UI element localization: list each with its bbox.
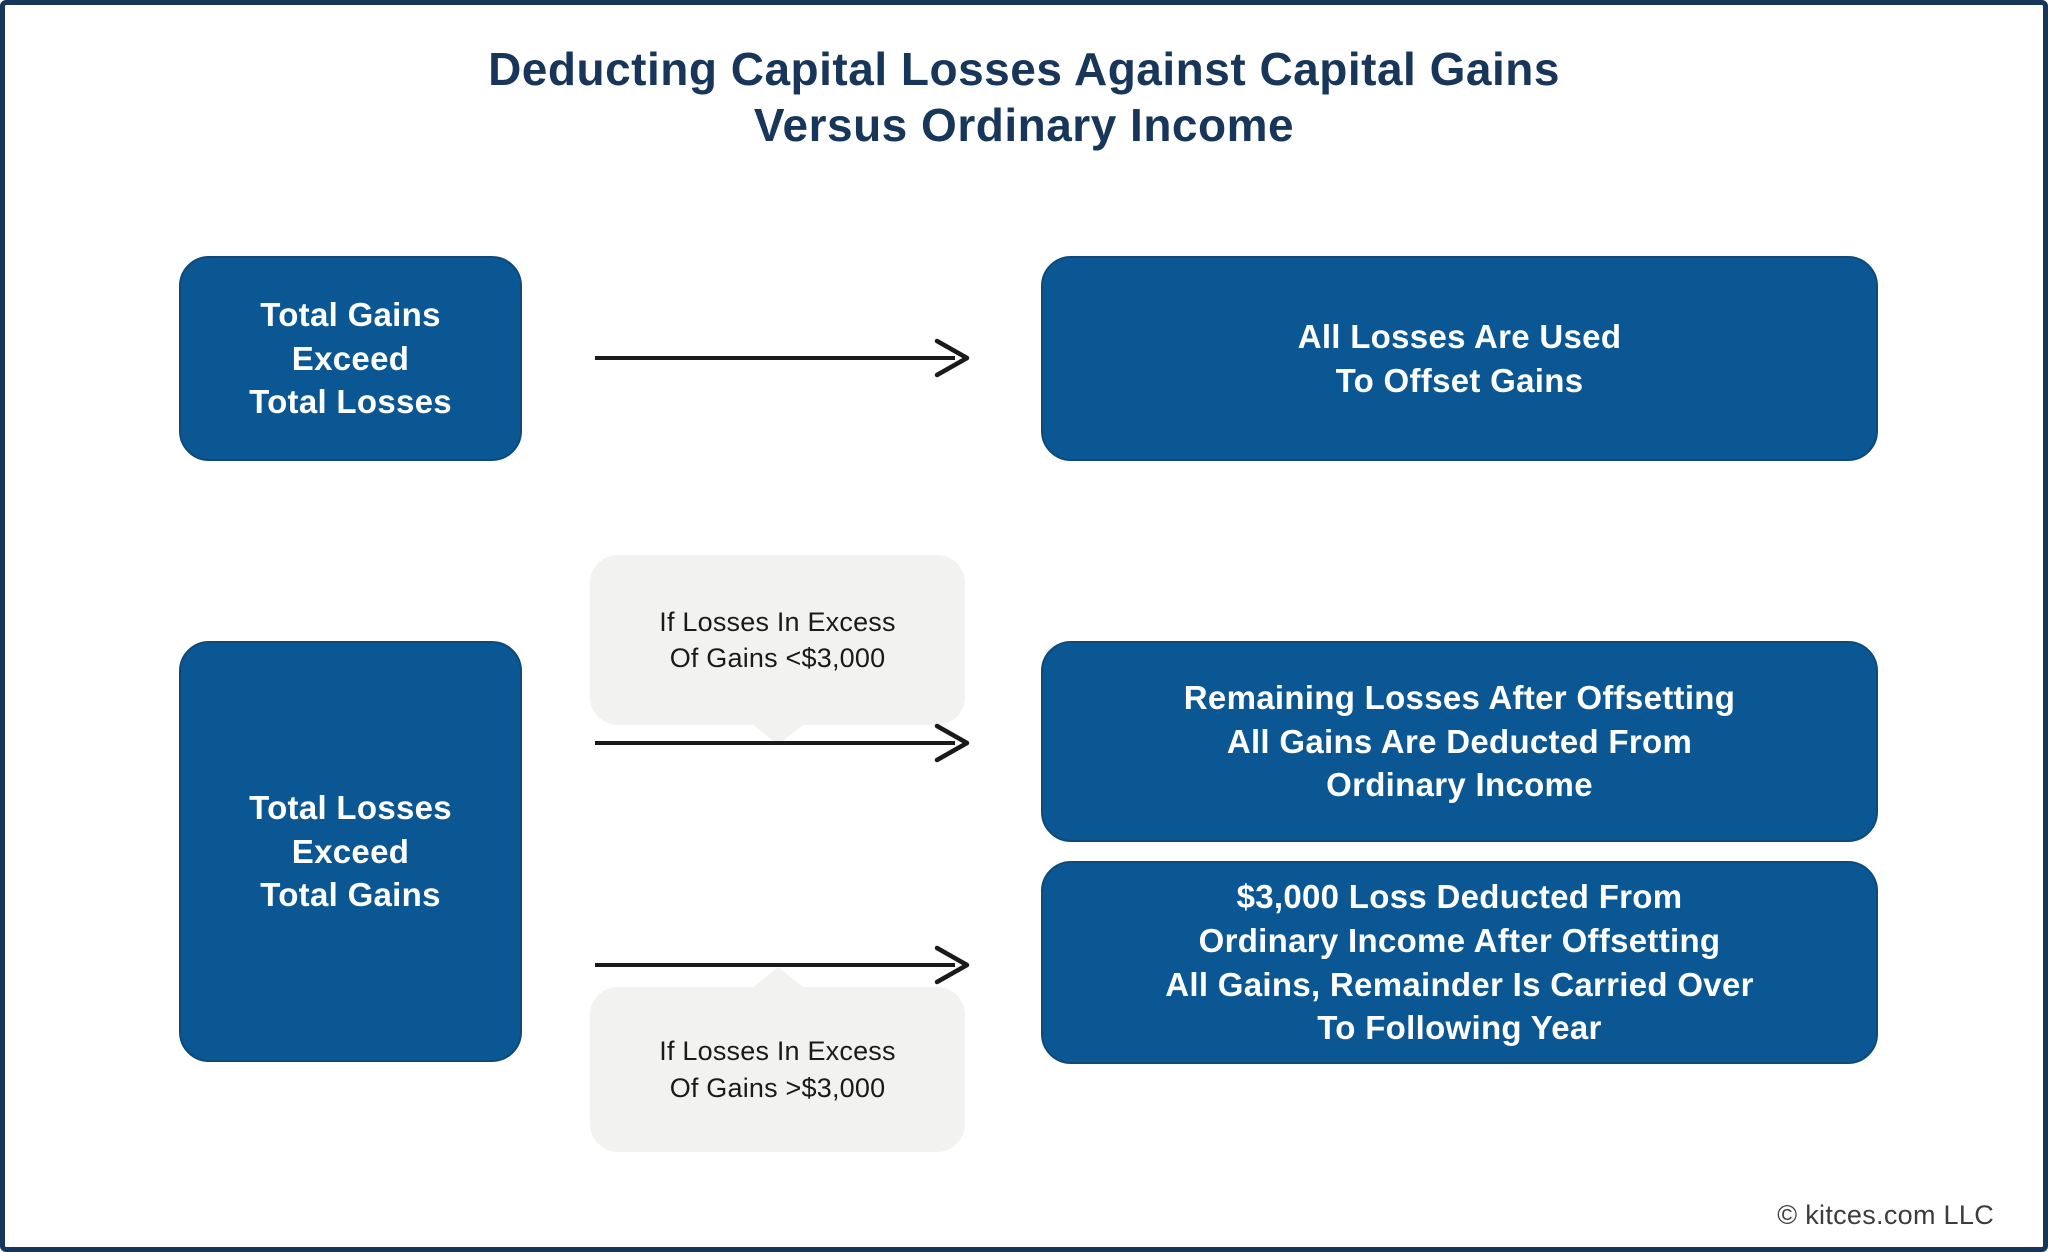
- callout-losses-under-3000: If Losses In Excess Of Gains <$3,000: [590, 555, 965, 745]
- condition-box-gains-exceed-losses: Total Gains Exceed Total Losses: [179, 256, 522, 461]
- diagram-title: Deducting Capital Losses Against Capital…: [488, 43, 1560, 152]
- callout-losses-over-3000: If Losses In Excess Of Gains >$3,000: [590, 967, 965, 1152]
- outcome-box-remaining-losses-deducted: Remaining Losses After Offsetting All Ga…: [1041, 641, 1878, 842]
- arrow-gains-to-offset: [595, 338, 970, 378]
- callout-tail-up: [750, 967, 805, 989]
- arrow-losses-under-3000: [595, 723, 970, 763]
- copyright-notice: © kitces.com LLC: [1777, 1200, 1994, 1230]
- outcome-box-losses-offset-gains: All Losses Are Used To Offset Gains: [1041, 256, 1878, 461]
- callout-tail-down: [750, 723, 805, 745]
- outcome-box-3000-deducted-carryover: $3,000 Loss Deducted From Ordinary Incom…: [1041, 861, 1878, 1064]
- arrow-losses-over-3000: [595, 945, 970, 985]
- condition-box-losses-exceed-gains: Total Losses Exceed Total Gains: [179, 641, 522, 1062]
